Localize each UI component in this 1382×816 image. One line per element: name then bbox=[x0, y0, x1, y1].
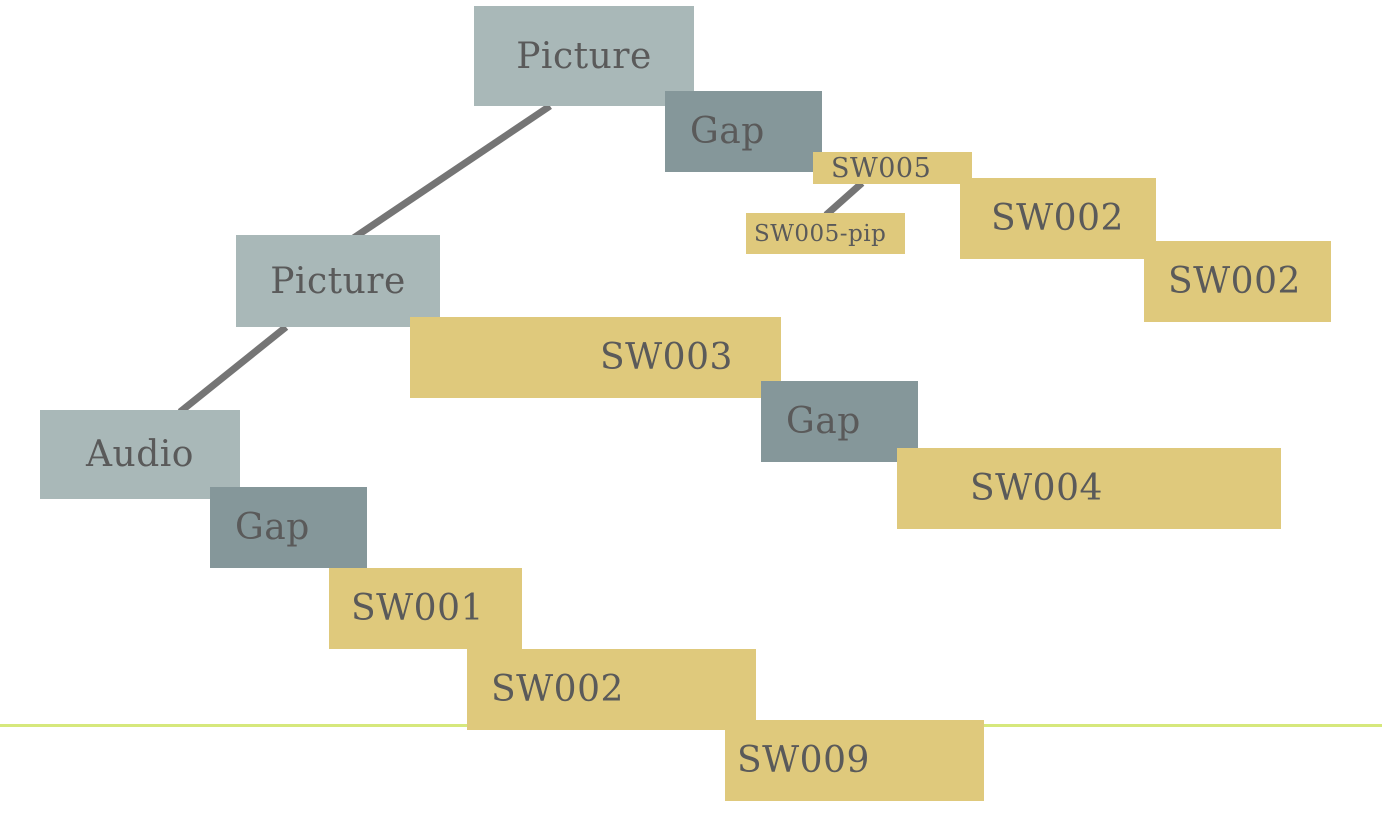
clip-sw002-top-a: SW002 bbox=[960, 178, 1156, 259]
clip-sw002-top-b: SW002 bbox=[1144, 241, 1331, 322]
track-picture-top: Picture bbox=[474, 6, 694, 106]
gap-label: Gap bbox=[786, 401, 861, 442]
clip-sw009: SW009 bbox=[725, 720, 984, 801]
clip-sw005-pip: SW005-pip bbox=[746, 213, 905, 254]
clip-label: SW002 bbox=[491, 669, 624, 710]
gap-label: Gap bbox=[235, 507, 310, 548]
clip-label: SW009 bbox=[737, 740, 870, 781]
connector-picture-to-audio bbox=[177, 324, 289, 415]
clip-label: SW005-pip bbox=[754, 220, 887, 247]
clip-label: SW004 bbox=[970, 468, 1103, 509]
clip-label: SW002 bbox=[1168, 261, 1301, 302]
track-label: Audio bbox=[86, 434, 194, 475]
clip-label: SW001 bbox=[351, 588, 484, 629]
gap-label: Gap bbox=[690, 111, 765, 152]
gap-bottom: Gap bbox=[210, 487, 367, 568]
connector-sw005-to-pip bbox=[823, 180, 865, 218]
track-label: Picture bbox=[270, 260, 406, 302]
gap-mid: Gap bbox=[761, 381, 918, 462]
connector-picture-to-picture bbox=[350, 103, 552, 242]
track-audio: Audio bbox=[40, 410, 240, 499]
gap-top: Gap bbox=[665, 91, 822, 172]
clip-label: SW005 bbox=[831, 152, 932, 184]
clip-sw004: SW004 bbox=[897, 448, 1281, 529]
clip-sw001: SW001 bbox=[329, 568, 522, 649]
clip-sw002-bottom: SW002 bbox=[467, 649, 756, 730]
clip-label: SW002 bbox=[991, 198, 1124, 239]
clip-sw005: SW005 bbox=[813, 152, 972, 184]
clip-label: SW003 bbox=[600, 337, 733, 378]
track-label: Picture bbox=[516, 35, 652, 77]
track-picture-mid: Picture bbox=[236, 235, 440, 327]
clip-sw003: SW003 bbox=[410, 317, 781, 398]
